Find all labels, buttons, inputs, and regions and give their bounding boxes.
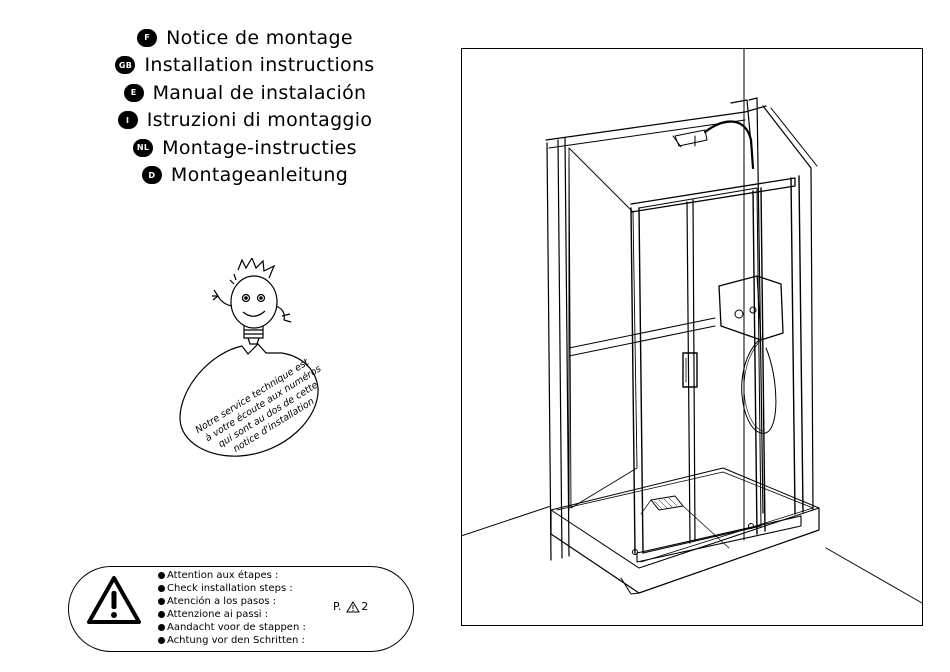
flag-badge-de: D bbox=[141, 166, 162, 185]
title-text-gb: Installation instructions bbox=[144, 54, 375, 77]
attention-line-fr: Attention aux étapes : bbox=[158, 569, 306, 582]
bullet-es-icon bbox=[158, 598, 165, 605]
title-text-nl: Montage-instructies bbox=[162, 136, 357, 159]
flag-badge-gb: GB bbox=[115, 56, 136, 75]
title-text-fr: Notice de montage bbox=[166, 26, 353, 49]
flag-badge-it: I bbox=[117, 111, 138, 130]
attention-box: Attention aux étapes : Check installatio… bbox=[68, 566, 414, 652]
warning-triangle-icon bbox=[87, 576, 141, 624]
attention-line-es: Atención a los pasos : bbox=[158, 595, 306, 608]
page-reference: P. 2 bbox=[333, 600, 368, 613]
attention-text-es: Atención a los pasos : bbox=[167, 596, 277, 607]
flag-badge-es: E bbox=[123, 83, 144, 102]
bullet-de-icon bbox=[158, 637, 165, 644]
title-line-nl: NL Montage-instructies bbox=[133, 134, 357, 162]
title-text-it: Istruzioni di montaggio bbox=[146, 109, 373, 132]
attention-list: Attention aux étapes : Check installatio… bbox=[158, 569, 306, 647]
attention-line-nl: Aandacht voor de stappen : bbox=[158, 621, 306, 634]
attention-text-fr: Attention aux étapes : bbox=[167, 570, 279, 581]
speech-bubble bbox=[179, 343, 319, 457]
title-line-it: I Istruzioni di montaggio bbox=[117, 107, 373, 135]
title-line-gb: GB Installation instructions bbox=[115, 52, 374, 80]
mascot-bubble-illustration: Notre service technique est à votre écou… bbox=[179, 258, 323, 457]
attention-text-de: Achtung vor den Schritten : bbox=[167, 635, 305, 646]
title-text-es: Manual de instalación bbox=[152, 81, 367, 104]
title-line-de: D Montageanleitung bbox=[141, 162, 349, 190]
shower-cabin-illustration bbox=[461, 48, 923, 626]
attention-text-nl: Aandacht voor de stappen : bbox=[167, 622, 306, 633]
attention-text-gb: Check installation steps : bbox=[167, 583, 293, 594]
bullet-fr-icon bbox=[158, 572, 165, 579]
title-line-es: E Manual de instalación bbox=[123, 79, 367, 107]
attention-line-gb: Check installation steps : bbox=[158, 582, 306, 595]
small-warning-icon bbox=[346, 600, 361, 612]
bullet-it-icon bbox=[158, 611, 165, 618]
attention-line-de: Achtung vor den Schritten : bbox=[158, 634, 306, 647]
flag-badge-fr: F bbox=[137, 28, 158, 47]
bullet-gb-icon bbox=[158, 585, 165, 592]
title-text-de: Montageanleitung bbox=[170, 164, 349, 187]
flag-badge-nl: NL bbox=[133, 138, 154, 157]
page-prefix: P. bbox=[333, 600, 342, 613]
page-number: 2 bbox=[361, 600, 369, 613]
bullet-nl-icon bbox=[158, 624, 165, 631]
title-line-fr: F Notice de montage bbox=[137, 24, 353, 52]
language-titles: F Notice de montage GB Installation inst… bbox=[60, 24, 430, 189]
crown-icon bbox=[237, 258, 276, 279]
attention-text-it: Attenzione ai passi : bbox=[167, 609, 269, 620]
attention-line-it: Attenzione ai passi : bbox=[158, 608, 306, 621]
